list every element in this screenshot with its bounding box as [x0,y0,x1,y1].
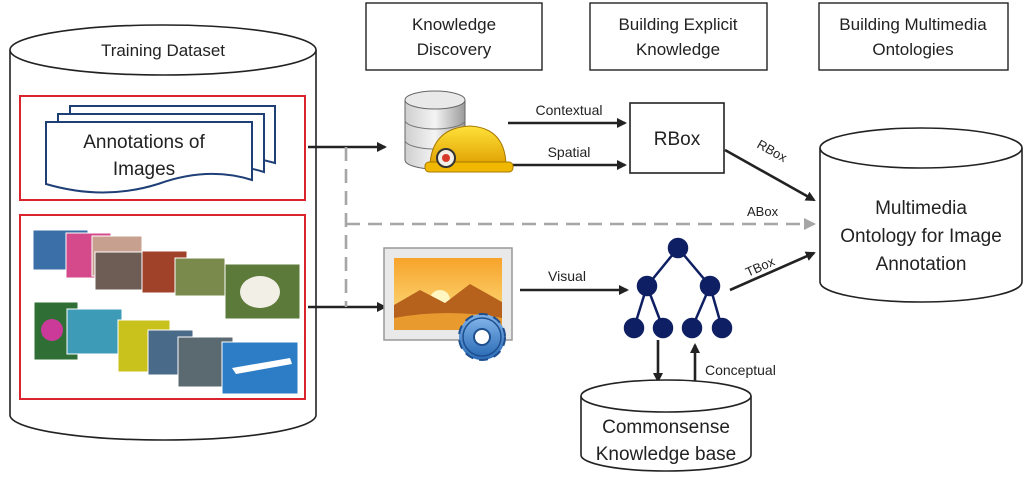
ontology-line1: Multimedia [875,198,967,219]
knowledge-base-line2: Knowledge base [596,444,737,465]
multimedia-ontology-cylinder: Multimedia Ontology for Image Annotation [819,127,1023,303]
header-knowledge-discovery-line1: Knowledge [412,15,496,34]
edge-label-conceptual: Conceptual [705,362,776,378]
photo-collage [32,229,301,395]
edge-label-rbox: RBox [755,137,791,166]
header-ontologies-line2: Ontologies [872,40,953,59]
header-building-multimedia-ontologies: Building Multimedia Ontologies [818,2,1009,71]
annotations-frame: Annotations of Images [19,95,306,201]
header-building-explicit-knowledge: Building Explicit Knowledge [589,2,768,71]
connectors [308,118,816,386]
rbox-label: RBox [654,129,701,150]
edge-label-visual: Visual [548,268,586,284]
header-explicit-line2: Knowledge [636,40,720,59]
ontology-line2: Ontology for Image [840,226,1002,247]
document-stack-icon [45,105,276,194]
annotations-line1: Annotations of [83,132,205,153]
header-knowledge-discovery: Knowledge Discovery [365,2,543,71]
knowledge-base-line1: Commonsense [602,417,730,438]
concept-tree-icon [623,237,733,339]
rbox-node: RBox [629,102,725,174]
header-ontologies-line1: Building Multimedia [839,15,987,34]
images-frame [19,214,306,400]
edge-label-contextual: Contextual [536,102,603,118]
training-dataset-title: Training Dataset [101,41,225,60]
edge-label-abox: ABox [747,204,779,219]
ontology-line3: Annotation [876,254,967,275]
annotations-line2: Images [113,159,175,180]
image-settings-icon [383,247,513,361]
header-explicit-line1: Building Explicit [618,15,737,34]
database-mining-icon [404,90,514,173]
edge-label-spatial: Spatial [548,144,591,160]
commonsense-knowledge-base-cylinder: Commonsense Knowledge base [580,379,752,472]
header-knowledge-discovery-line2: Discovery [417,40,492,59]
